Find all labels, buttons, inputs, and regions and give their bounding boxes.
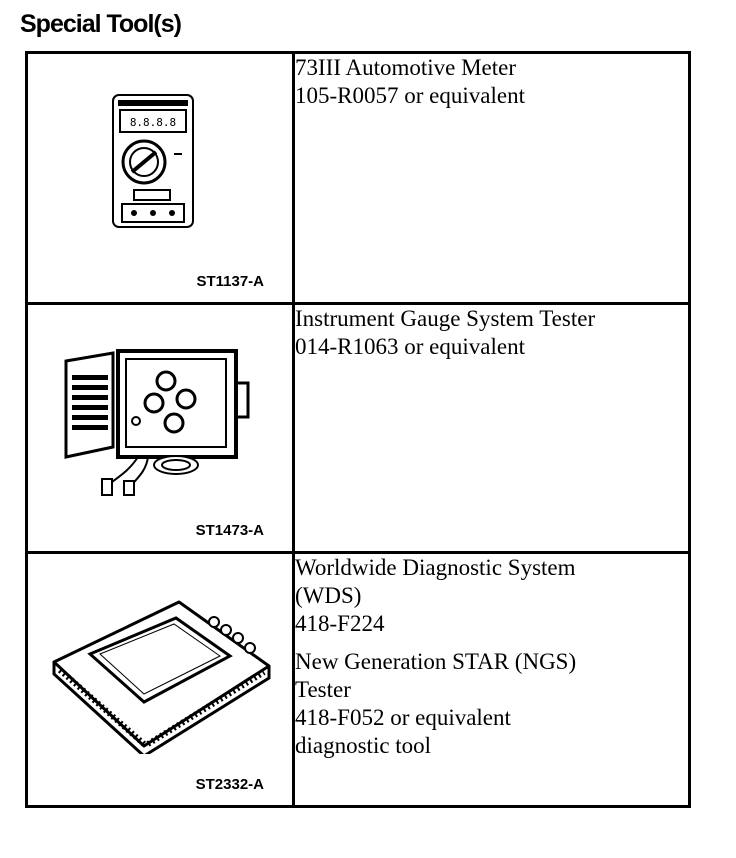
tool-description-cell: Worldwide Diagnostic System (WDS) 418-F2… [292, 551, 691, 808]
multimeter-icon: 8.8.8.8 [112, 94, 194, 228]
tool-name: Worldwide Diagnostic System [295, 555, 576, 580]
tool-row: 8.8.8.8 ST1137-A 73III Automotive Meter … [25, 51, 691, 305]
tool-part-number: 418-F224 [295, 611, 385, 636]
section-heading: Special Tool(s) [20, 10, 182, 38]
tool-abbreviation: (WDS) [295, 583, 362, 608]
tool-alt-part-number-cont: diagnostic tool [295, 733, 432, 758]
tool-image-cell: 8.8.8.8 ST1137-A [25, 51, 295, 305]
tool-row: ST2332-A Worldwide Diagnostic System (WD… [25, 551, 691, 808]
tool-name: Instrument Gauge System Tester [295, 306, 596, 331]
tool-description-cell: 73III Automotive Meter 105-R0057 or equi… [292, 51, 691, 305]
special-tools-table: 8.8.8.8 ST1137-A 73III Automotive Meter … [25, 51, 691, 808]
tool-image-cell: ST2332-A [25, 551, 295, 808]
tool-row: ST1473-A Instrument Gauge System Tester … [25, 302, 691, 554]
tool-name: 73III Automotive Meter [295, 55, 517, 80]
tool-description-cell: Instrument Gauge System Tester 014-R1063… [292, 302, 691, 554]
svg-text:8.8.8.8: 8.8.8.8 [130, 116, 176, 129]
tool-code: ST1137-A [196, 273, 264, 290]
tool-alt-name: New Generation STAR (NGS) [295, 649, 577, 674]
tool-alt-name-cont: Tester [295, 677, 351, 702]
tool-part-number: 014-R1063 or equivalent [295, 334, 525, 359]
diagnostic-tablet-icon [52, 600, 271, 754]
tool-alt-part-number: 418-F052 or equivalent [295, 705, 511, 730]
tool-code: ST1473-A [195, 522, 264, 539]
gauge-tester-icon [64, 349, 250, 496]
tool-image-cell: ST1473-A [25, 302, 295, 554]
tool-code: ST2332-A [195, 776, 264, 793]
tool-part-number: 105-R0057 or equivalent [295, 83, 525, 108]
